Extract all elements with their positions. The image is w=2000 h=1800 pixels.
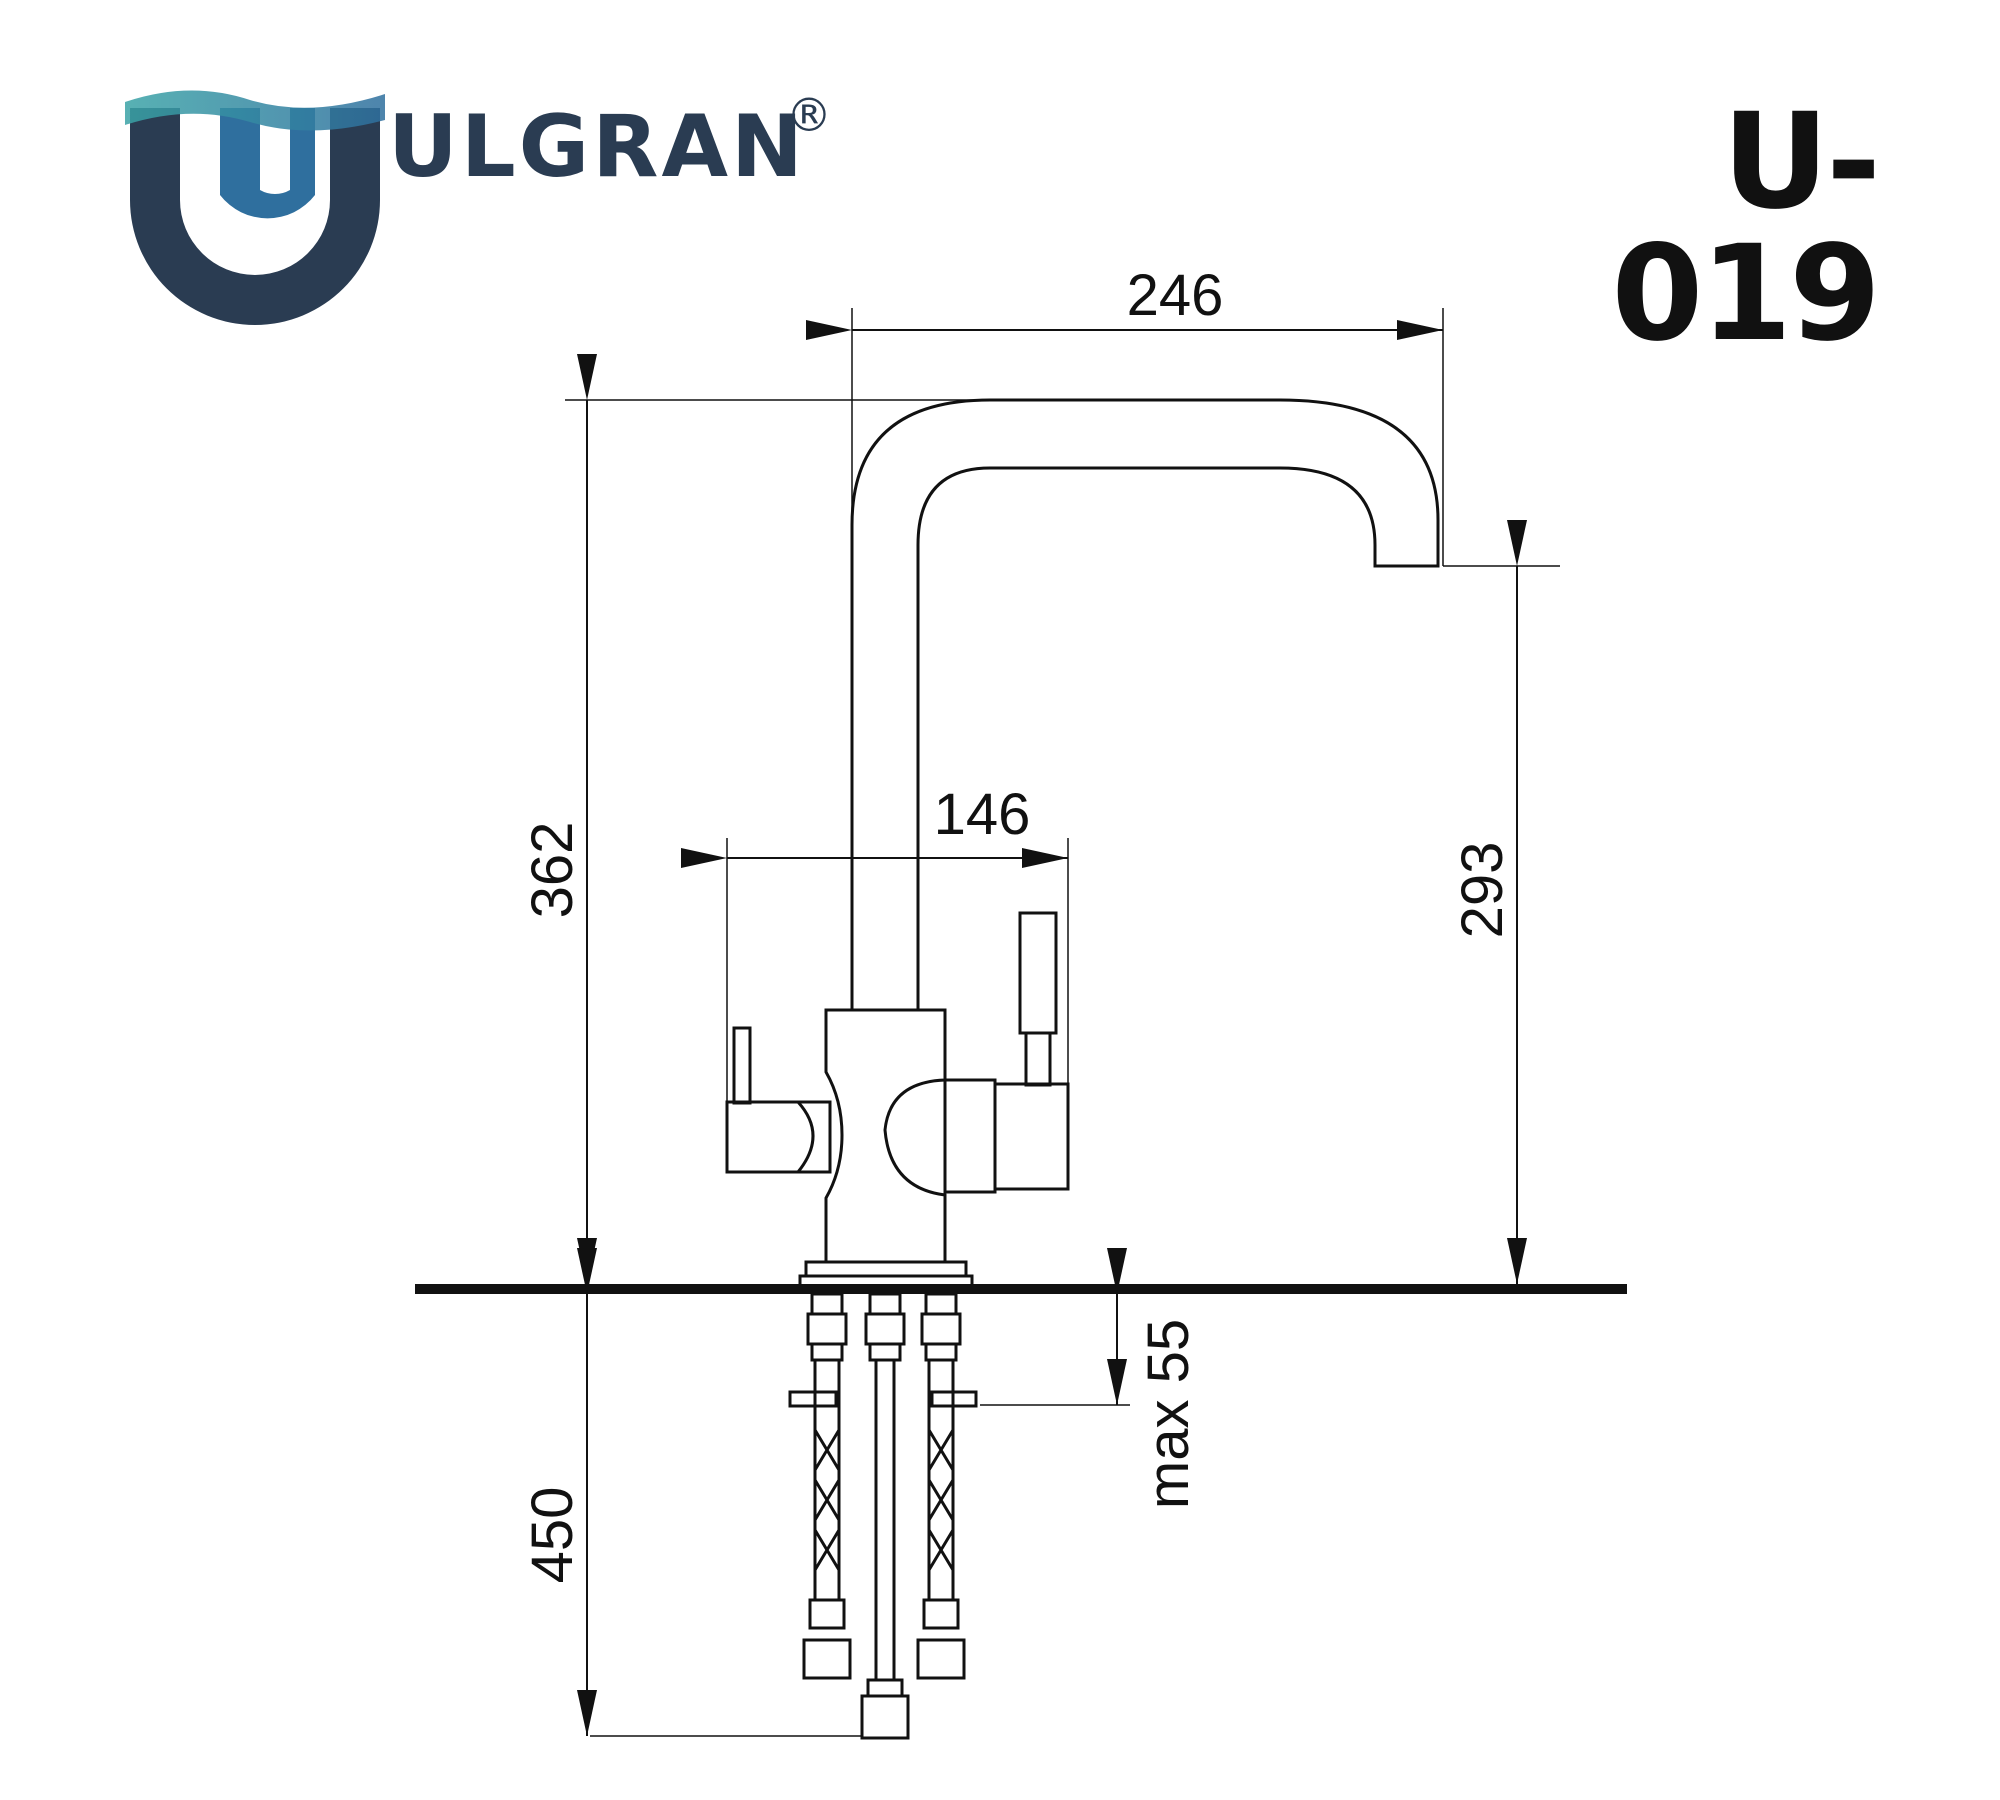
- dim-label-max55: max 55: [1136, 1319, 1201, 1509]
- faucet-body: [824, 1008, 947, 1264]
- left-handle-lever: [732, 1026, 752, 1105]
- dim-label-246: 246: [1127, 263, 1224, 328]
- brand-name: ULGRAN: [388, 97, 806, 197]
- registered-mark: ®: [786, 88, 832, 142]
- countertop: [415, 1284, 1627, 1294]
- right-handle-knob: [993, 1082, 1070, 1191]
- base-plate: [804, 1260, 968, 1278]
- dim-label-293: 293: [1450, 842, 1515, 939]
- left-handle-knob: [725, 1100, 832, 1174]
- brand-logo-icon: [125, 90, 385, 325]
- model-number: U-019: [1611, 85, 1881, 371]
- right-handle-base: [943, 1078, 997, 1194]
- dim-label-450: 450: [520, 1487, 585, 1584]
- right-handle-lever: [1018, 911, 1058, 1035]
- dim-label-146: 146: [934, 782, 1031, 847]
- spout-outer: [850, 398, 1440, 1010]
- dim-label-362: 362: [520, 822, 585, 919]
- supply-hoses: [788, 1292, 978, 1740]
